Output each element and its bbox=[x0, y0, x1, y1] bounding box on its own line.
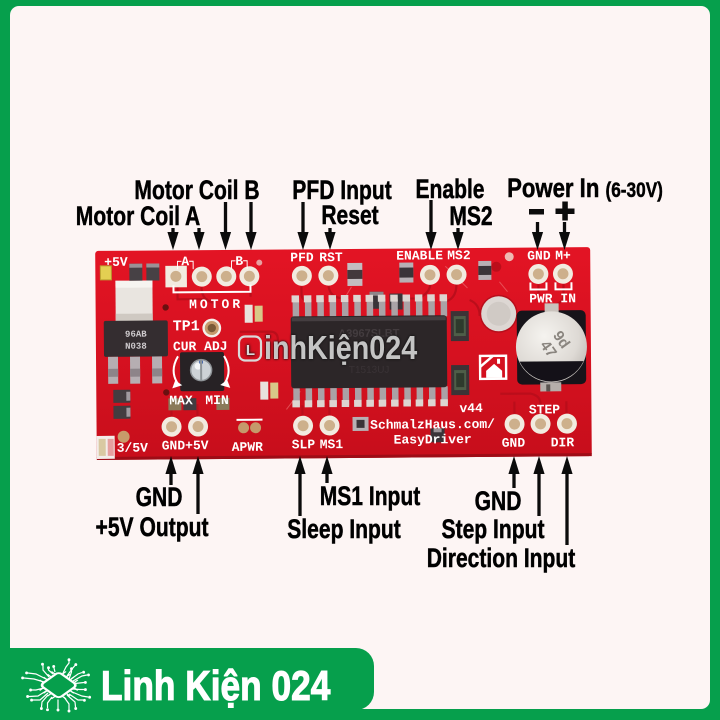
svg-text:MS1: MS1 bbox=[320, 437, 344, 452]
svg-text:MS2: MS2 bbox=[447, 248, 471, 263]
svg-text:APWR: APWR bbox=[232, 440, 264, 455]
svg-text:┌B┐: ┌B┐ bbox=[227, 254, 251, 270]
svg-text:ENABLE: ENABLE bbox=[396, 248, 443, 263]
svg-text:GND: GND bbox=[502, 436, 526, 451]
svg-text:47: 47 bbox=[536, 337, 560, 360]
svg-text:DIR: DIR bbox=[551, 435, 575, 450]
svg-text:+5V: +5V bbox=[104, 255, 128, 270]
svg-text:RST: RST bbox=[319, 250, 343, 265]
svg-text:┌A┐: ┌A┐ bbox=[174, 254, 198, 270]
svg-text:3/5V: 3/5V bbox=[117, 441, 149, 456]
svg-text:N038: N038 bbox=[125, 342, 147, 352]
svg-text:T1513UJ: T1513UJ bbox=[349, 365, 390, 376]
svg-text:MIN: MIN bbox=[205, 393, 229, 408]
svg-text:SLP: SLP bbox=[292, 437, 316, 452]
svg-text:A3967SLBT: A3967SLBT bbox=[338, 328, 400, 340]
svg-text:MAX: MAX bbox=[169, 393, 193, 408]
svg-text:CUR ADJ: CUR ADJ bbox=[173, 339, 228, 354]
svg-text:96AB: 96AB bbox=[125, 330, 147, 340]
svg-text:MOTOR: MOTOR bbox=[189, 297, 243, 312]
svg-text:TP1: TP1 bbox=[173, 318, 200, 335]
svg-text:EasyDriver: EasyDriver bbox=[394, 432, 472, 448]
svg-text:L: L bbox=[246, 342, 255, 359]
svg-text:PFD: PFD bbox=[290, 250, 314, 265]
svg-text:M+: M+ bbox=[555, 248, 571, 263]
svg-text:GND: GND bbox=[527, 248, 551, 263]
svg-text:PWR IN: PWR IN bbox=[529, 291, 576, 306]
svg-text:v44: v44 bbox=[459, 401, 483, 416]
svg-text:STEP: STEP bbox=[529, 402, 561, 417]
svg-text:GND+5V: GND+5V bbox=[162, 438, 209, 453]
svg-text:SchmalzHaus.com/: SchmalzHaus.com/ bbox=[370, 417, 495, 433]
